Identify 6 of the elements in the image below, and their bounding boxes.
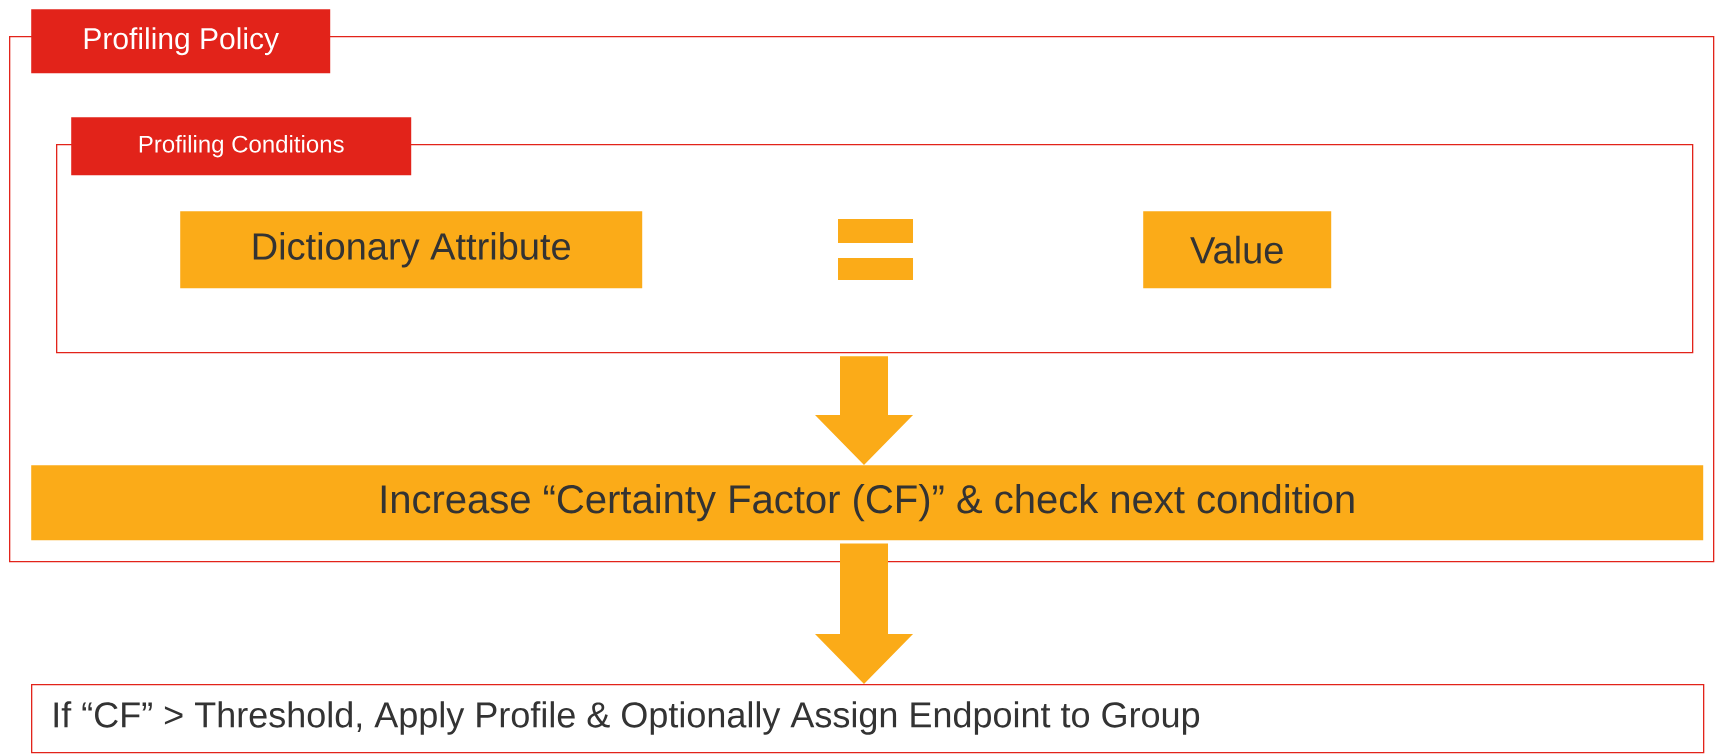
process-box: Increase “Certainty Factor (CF)” & check next condition xyxy=(31,465,1704,541)
block-arrow xyxy=(815,543,913,684)
result-box: If “CF” > Threshold, Apply Profile & Optionally Assign Endpoint to Group xyxy=(31,684,1705,754)
process-box: Dictionary Attribute xyxy=(180,211,643,289)
block-arrow xyxy=(815,356,913,465)
process-box: Value xyxy=(1143,211,1332,289)
